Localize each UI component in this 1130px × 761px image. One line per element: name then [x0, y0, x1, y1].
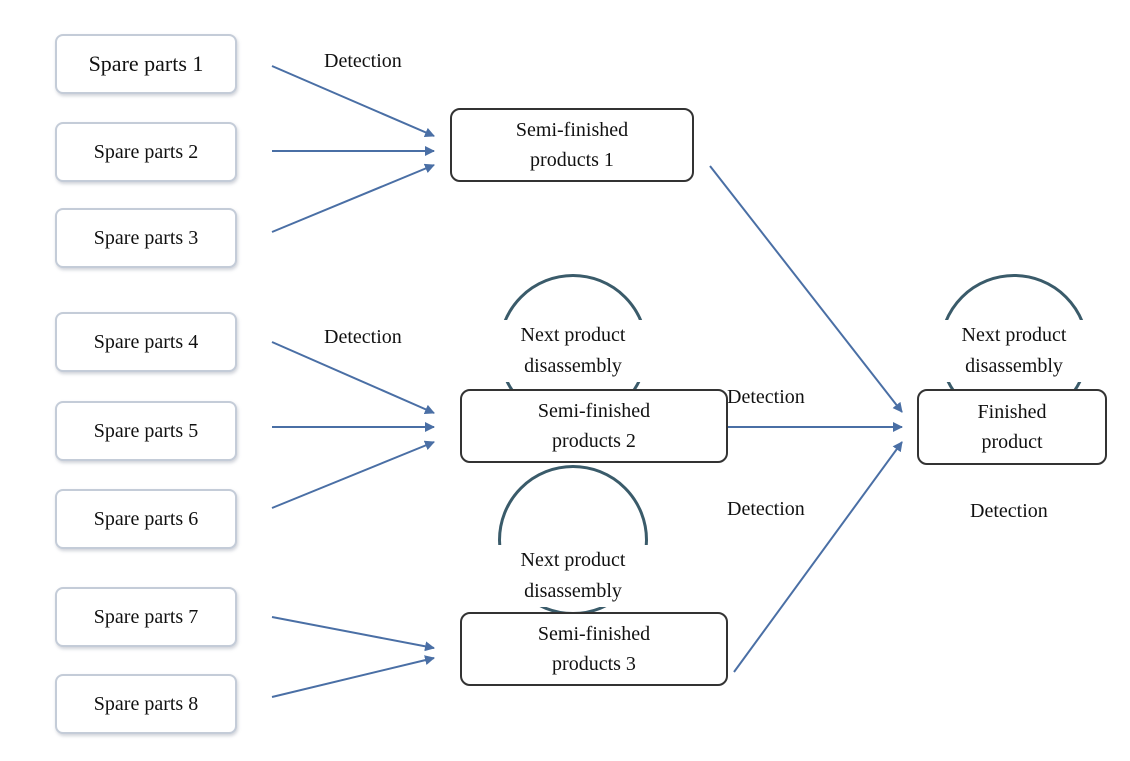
semi-finished-product-1: Semi-finished products 1: [450, 108, 694, 182]
semi-finished-3-line1: Semi-finished: [537, 623, 651, 645]
detection-label-finished: Detection: [970, 500, 1048, 522]
arrow-semi3-to-finished: [733, 441, 903, 673]
arrow-part3-to-semi1: [271, 163, 435, 233]
detection-label-group2: Detection: [324, 326, 402, 348]
spare-part-4: Spare parts 4: [55, 312, 237, 372]
semi-finished-2-line2: products 2: [552, 430, 636, 452]
arrow-part1-to-semi1: [271, 65, 435, 138]
spare-part-8: Spare parts 8: [55, 674, 237, 734]
arrow-part8-to-semi3: [271, 655, 435, 698]
spare-part-5: Spare parts 5: [55, 401, 237, 461]
spare-part-1: Spare parts 1: [55, 34, 237, 94]
spare-part-2: Spare parts 2: [55, 122, 237, 182]
arrow-semi1-to-finished: [709, 165, 903, 413]
loop-label-semi3-line2: disassembly: [524, 580, 622, 602]
loop-label-semi2-line1: Next product: [520, 324, 626, 346]
loop-label-semi3-line1: Next product: [520, 549, 626, 571]
semi-finished-1-line2: products 1: [530, 149, 614, 171]
semi-finished-product-2: Semi-finished products 2: [460, 389, 728, 463]
loop-label-semi2-line2: disassembly: [524, 355, 622, 377]
semi-finished-2-line1: Semi-finished: [537, 400, 651, 422]
loop-label-semi2: Next product disassembly: [498, 320, 648, 382]
finished-product: Finished product: [917, 389, 1107, 465]
loop-label-finished-line2: disassembly: [965, 355, 1063, 377]
semi-finished-product-3: Semi-finished products 3: [460, 612, 728, 686]
finished-product-line1: Finished: [977, 401, 1047, 423]
spare-part-6: Spare parts 6: [55, 489, 237, 549]
loop-label-finished-line1: Next product: [961, 324, 1067, 346]
spare-part-3: Spare parts 3: [55, 208, 237, 268]
detection-label-group1: Detection: [324, 50, 402, 72]
arrow-part4-to-semi2: [271, 341, 435, 414]
detection-label-semi2: Detection: [727, 386, 805, 408]
semi-finished-3-line2: products 3: [552, 653, 636, 675]
loop-label-finished: Next product disassembly: [939, 320, 1089, 382]
arrow-part7-to-semi3: [271, 616, 435, 652]
spare-part-7: Spare parts 7: [55, 587, 237, 647]
semi-finished-1-line1: Semi-finished: [515, 119, 629, 141]
loop-label-semi3: Next product disassembly: [498, 545, 648, 607]
detection-label-semi3: Detection: [727, 498, 805, 520]
arrow-part6-to-semi2: [271, 440, 435, 509]
finished-product-line2: product: [981, 431, 1043, 453]
